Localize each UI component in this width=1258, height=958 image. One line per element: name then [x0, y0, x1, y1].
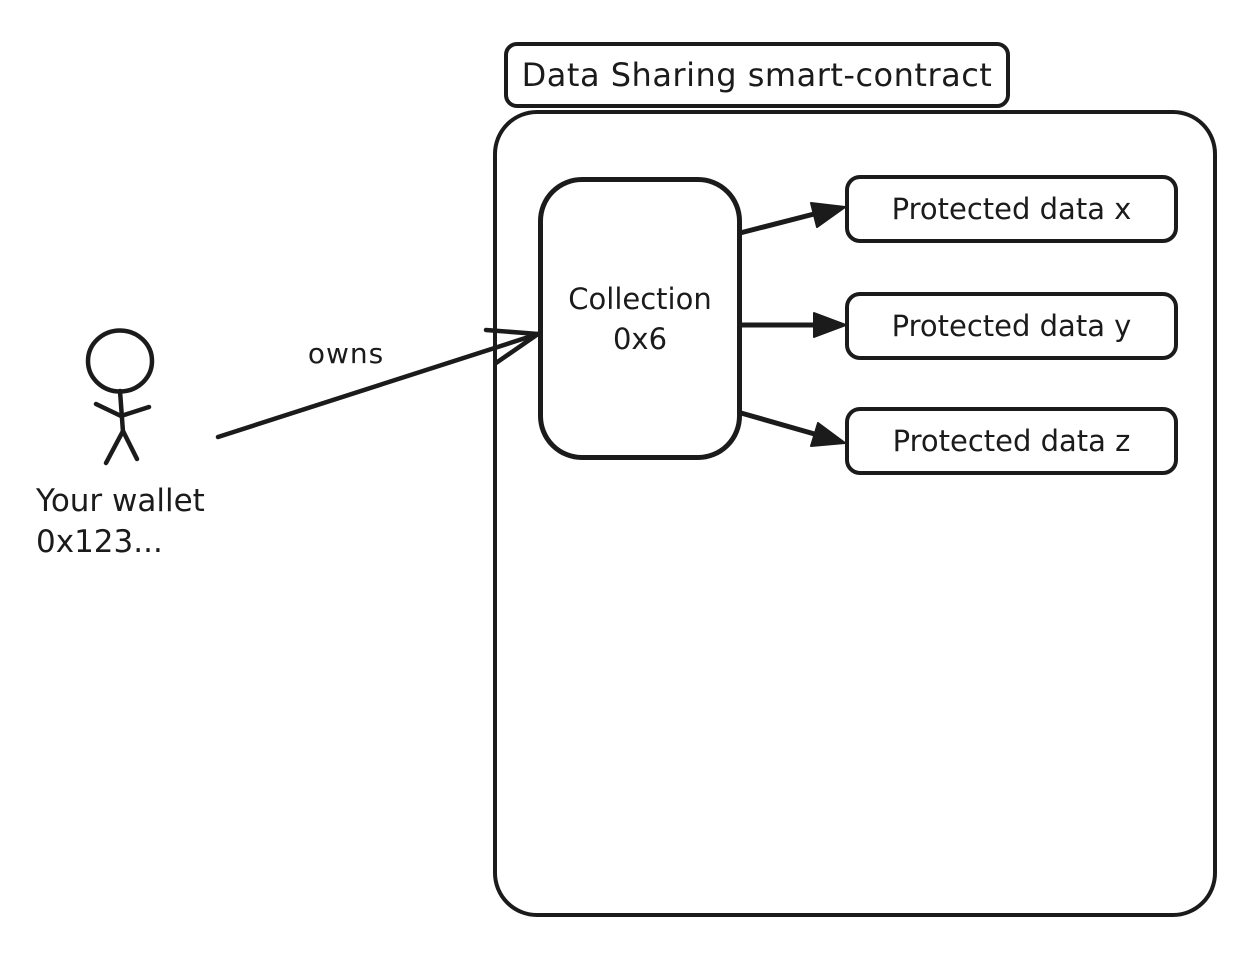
protected-data-z-node: Protected data z: [845, 407, 1178, 475]
arrow-collection-to-x: [737, 202, 846, 236]
stick-figure-icon: [85, 328, 155, 466]
protected-data-x-node: Protected data x: [845, 175, 1178, 243]
wallet-label: Your wallet 0x123...: [36, 481, 205, 563]
collection-node: Collection 0x6: [538, 177, 742, 460]
protected-data-z-label: Protected data z: [892, 424, 1131, 458]
owns-edge-label: owns: [307, 337, 385, 370]
protected-data-y-label: Protected data y: [891, 309, 1132, 343]
protected-data-y-node: Protected data y: [845, 292, 1178, 360]
collection-label: Collection 0x6: [568, 279, 711, 359]
protected-data-x-label: Protected data x: [891, 192, 1132, 226]
wallet-label-address: 0x123...: [36, 524, 163, 560]
collection-label-line1: Collection: [568, 281, 712, 316]
collection-label-line2: 0x6: [612, 321, 668, 356]
arrow-collection-to-z: [738, 410, 846, 447]
arrow-collection-to-y: [737, 312, 847, 338]
smart-contract-title: Data Sharing smart-contract: [521, 56, 993, 94]
smart-contract-container: [493, 110, 1217, 917]
smart-contract-title-box: Data Sharing smart-contract: [504, 42, 1010, 108]
wallet-label-name: Your wallet: [36, 483, 205, 519]
